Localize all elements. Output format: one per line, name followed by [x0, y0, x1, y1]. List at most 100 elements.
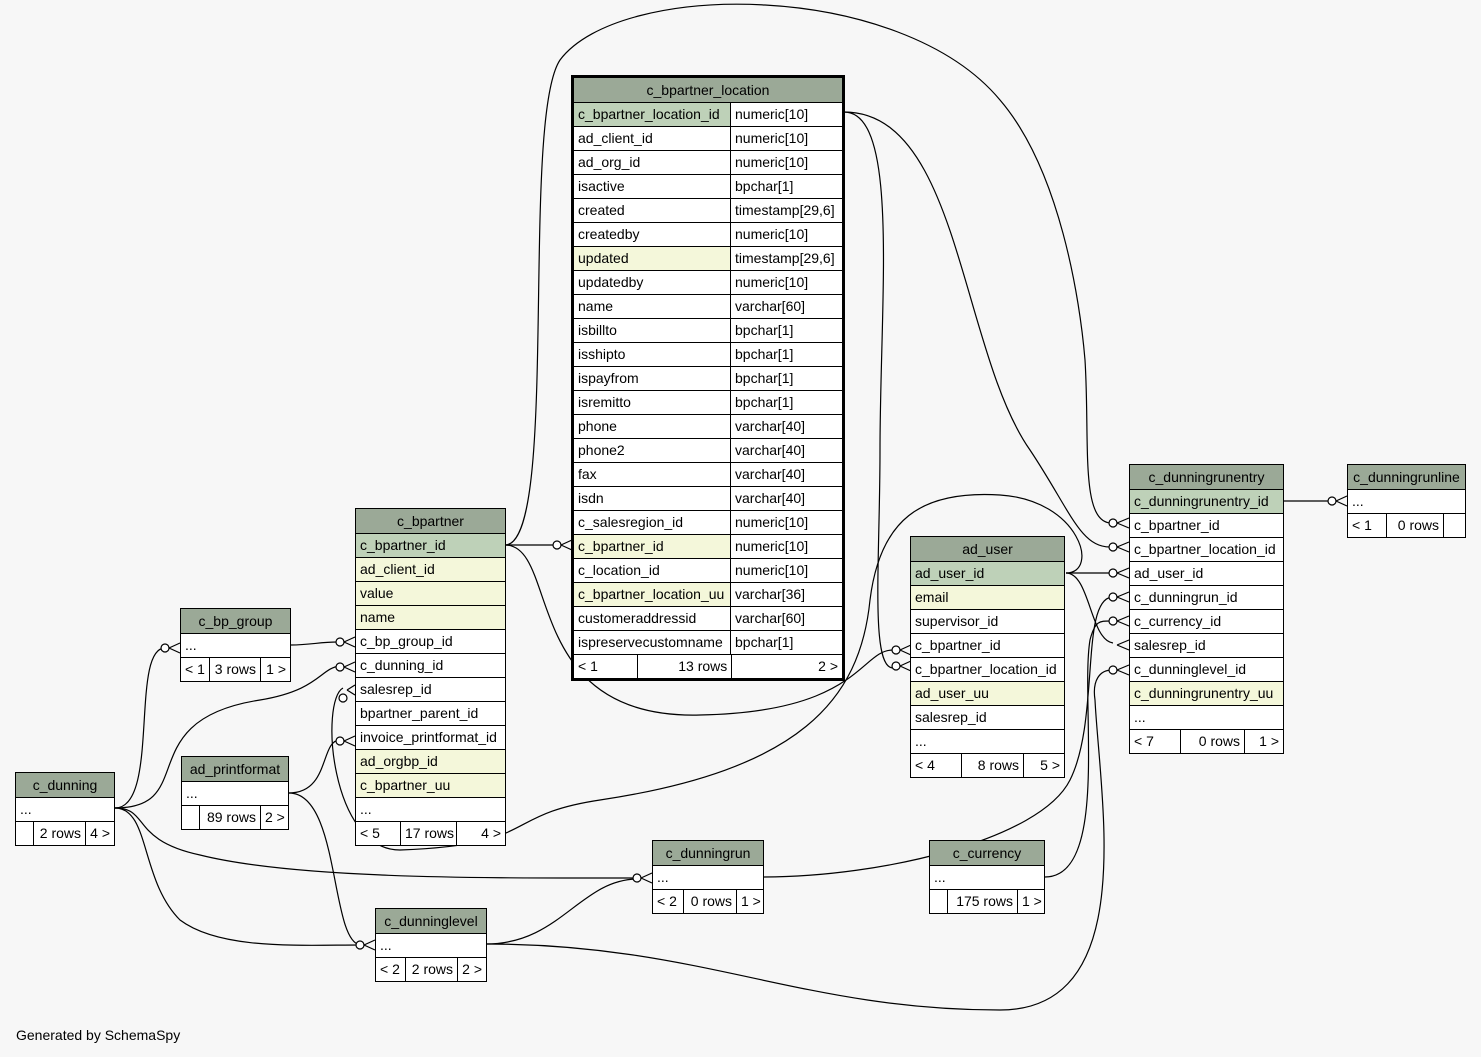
footer-row-count[interactable]: 2 rows — [405, 958, 457, 982]
footer-parents[interactable]: < 2 — [657, 893, 677, 909]
column-row[interactable]: ... — [356, 798, 505, 822]
column-row[interactable]: c_bpartner_uu — [356, 774, 505, 798]
column-row[interactable]: email — [911, 586, 1064, 610]
column-row[interactable]: c_dunningrun_id — [1130, 586, 1283, 610]
column-row[interactable]: c_bpartner_id — [1130, 514, 1283, 538]
footer-children[interactable]: 1 > — [260, 658, 290, 682]
table-header[interactable]: c_dunningrunentry — [1130, 465, 1283, 490]
footer-parents[interactable]: < 1 — [185, 661, 205, 677]
table-header[interactable]: c_bpartner — [356, 509, 505, 534]
table-header[interactable]: ad_printformat — [182, 757, 288, 782]
footer-parents[interactable]: < 7 — [1134, 733, 1154, 749]
column-row[interactable]: c_bpartner_location_id — [911, 658, 1064, 682]
column-row[interactable]: ad_user_id — [911, 562, 1064, 586]
footer-children[interactable]: 2 > — [260, 806, 288, 830]
column-row[interactable]: c_dunning_id — [356, 654, 505, 678]
table-header[interactable]: c_bpartner_location — [574, 78, 842, 103]
footer-parents[interactable] — [182, 806, 199, 830]
table-header[interactable]: ad_user — [911, 537, 1064, 562]
column-row[interactable]: supervisor_id — [911, 610, 1064, 634]
column-row[interactable]: ad_user_id — [1130, 562, 1283, 586]
footer-row-count[interactable]: 13 rows — [637, 655, 731, 679]
column-row[interactable]: c_dunningrunentry_id — [1130, 490, 1283, 514]
table-c-dunningrunline[interactable]: c_dunningrunline... < 1 0 rows — [1347, 464, 1466, 538]
footer-row-count[interactable]: 3 rows — [209, 658, 260, 682]
footer-children[interactable]: 1 > — [736, 890, 763, 914]
table-header[interactable]: c_currency — [930, 841, 1044, 866]
table-header[interactable]: c_bp_group — [181, 609, 290, 634]
column-row[interactable]: ad_client_id — [356, 558, 505, 582]
column-row[interactable]: c_bpartner_id — [356, 534, 505, 558]
column-row[interactable]: ... — [182, 782, 288, 806]
column-row[interactable]: salesrep_id — [911, 706, 1064, 730]
column-row[interactable]: c_dunninglevel_id — [1130, 658, 1283, 682]
footer-parents[interactable]: < 1 — [578, 658, 598, 674]
footer-row-count[interactable]: 8 rows — [961, 754, 1023, 778]
column-row[interactable]: ... — [16, 798, 114, 822]
footer-row-count[interactable]: 0 rows — [1386, 514, 1443, 538]
column-row[interactable]: ... — [181, 634, 290, 658]
column-row[interactable]: salesrep_id — [1130, 634, 1283, 658]
column-row[interactable]: c_bpartner_location_id — [1130, 538, 1283, 562]
column-row[interactable]: value — [356, 582, 505, 606]
table-header[interactable]: c_dunning — [16, 773, 114, 798]
column-row[interactable]: ... — [911, 730, 1064, 754]
footer-children[interactable] — [1443, 514, 1465, 538]
column-row[interactable]: ad_orgbp_id — [356, 750, 505, 774]
footer-parents[interactable]: < 1 — [1352, 517, 1372, 533]
column-row[interactable]: ... — [1348, 490, 1465, 514]
footer-children[interactable]: 4 > — [85, 822, 114, 846]
footer-children[interactable]: 2 > — [457, 958, 486, 982]
footer-children[interactable]: 1 > — [1244, 730, 1283, 754]
column-row[interactable]: ad_user_uu — [911, 682, 1064, 706]
table-header[interactable]: c_dunninglevel — [376, 909, 486, 934]
column-row[interactable]: ... — [376, 934, 486, 958]
footer-row-count[interactable]: 2 rows — [33, 822, 85, 846]
footer-children[interactable]: 4 > — [456, 822, 505, 846]
footer-row-count[interactable]: 0 rows — [683, 890, 736, 914]
footer-row-count[interactable]: 89 rows — [199, 806, 260, 830]
column-row[interactable]: bpartner_parent_id — [356, 702, 505, 726]
footer-parents[interactable]: < 2 — [380, 961, 400, 977]
column-row[interactable]: ... — [930, 866, 1044, 890]
column-row[interactable]: c_dunningrunentry_uu — [1130, 682, 1283, 706]
column-row[interactable]: name — [356, 606, 505, 630]
table-header[interactable]: c_dunningrunline — [1348, 465, 1465, 490]
table-header[interactable]: c_dunningrun — [653, 841, 763, 866]
footer-parents[interactable] — [930, 890, 947, 914]
column-row[interactable]: c_currency_id — [1130, 610, 1283, 634]
footer-children[interactable]: 5 > — [1023, 754, 1064, 778]
footer-row-count[interactable]: 0 rows — [1180, 730, 1244, 754]
footer-row-count[interactable]: 17 rows — [400, 822, 456, 846]
footer-children[interactable]: 1 > — [1017, 890, 1044, 914]
column-row[interactable]: c_bpartner_id — [911, 634, 1064, 658]
